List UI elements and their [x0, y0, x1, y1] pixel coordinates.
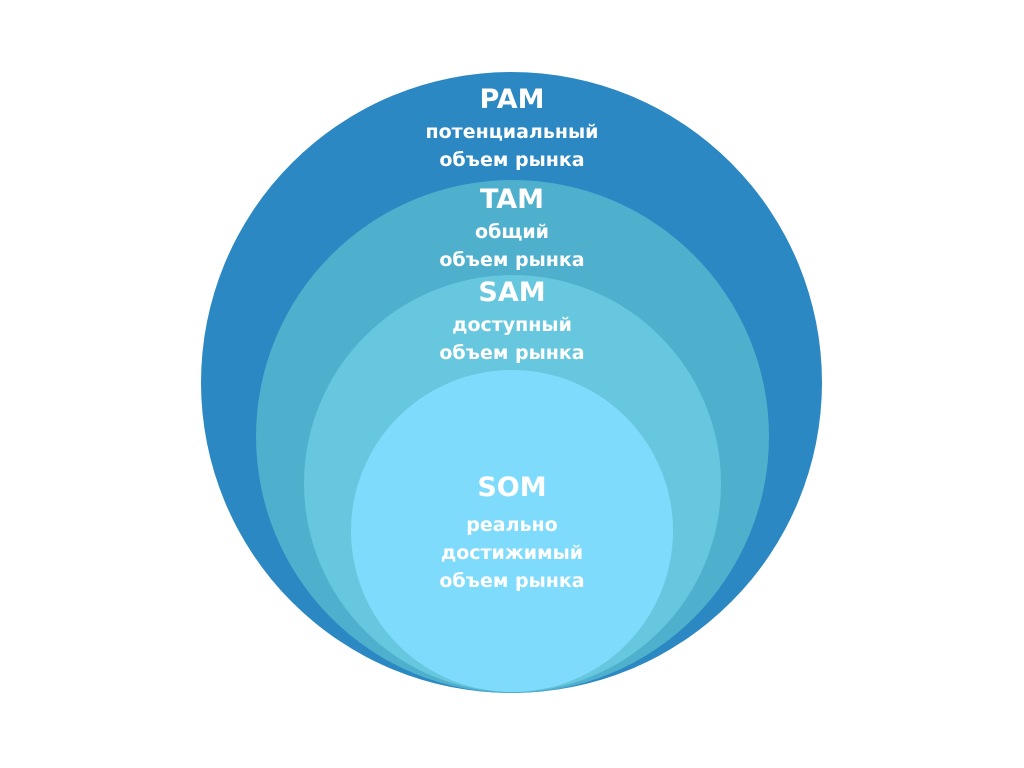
som-label: SOM реально достижимый объем рынка	[312, 473, 712, 595]
som-desc-line: достижимый	[440, 542, 584, 564]
sam-description: доступный объем рынка	[312, 311, 712, 367]
tam-description: общий объем рынка	[312, 218, 712, 274]
pam-label: PAM потенциальный объем рынка	[312, 85, 712, 174]
pam-desc-line: объем рынка	[439, 149, 585, 171]
som-circle	[351, 370, 673, 692]
pam-description: потенциальный объем рынка	[312, 118, 712, 174]
som-title: SOM	[477, 472, 547, 503]
sam-desc-line: доступный	[452, 314, 572, 336]
sam-desc-line: объем рынка	[439, 342, 585, 364]
tam-desc-line: объем рынка	[439, 249, 585, 271]
som-desc-line: реально	[466, 514, 558, 536]
tam-title: TAM	[479, 184, 545, 215]
tam-label: TAM общий объем рынка	[312, 185, 712, 274]
sam-label: SAM доступный объем рынка	[312, 278, 712, 367]
pam-desc-line: потенциальный	[425, 121, 599, 143]
tam-desc-line: общий	[475, 221, 549, 243]
som-description: реально достижимый объем рынка	[312, 511, 712, 595]
pam-title: PAM	[479, 84, 545, 115]
sam-title: SAM	[478, 277, 546, 308]
som-desc-line: объем рынка	[439, 570, 585, 592]
